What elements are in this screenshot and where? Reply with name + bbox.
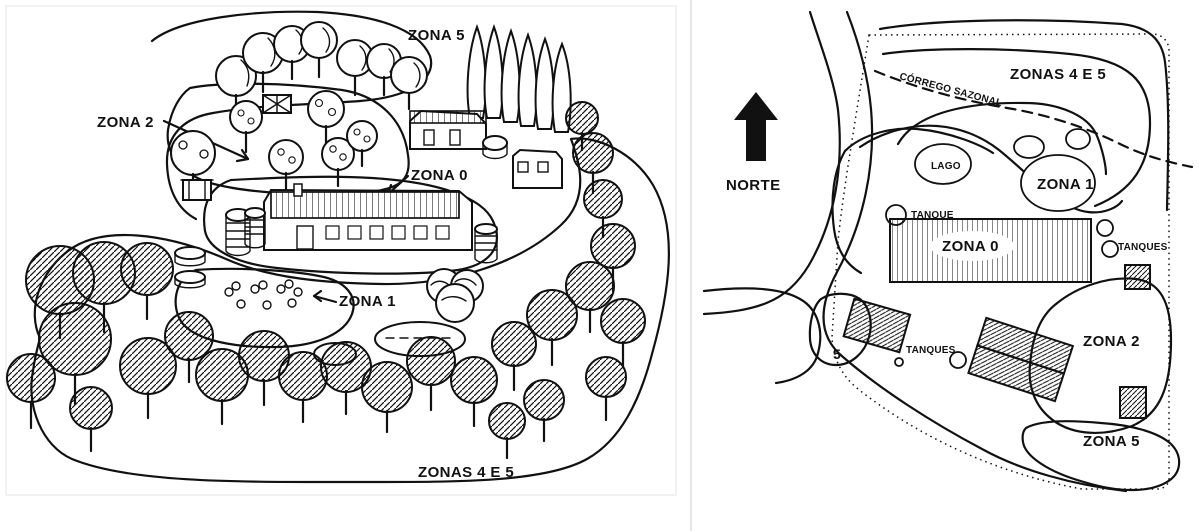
- left-illustration-panel: ZONA 5 ZONA 2 ZONA 0 ZONA 1 ZONAS 4 E 5: [0, 0, 690, 531]
- north-label: NORTE: [726, 177, 781, 194]
- upper-cottage-window-2: [450, 130, 460, 145]
- zonas45-label: ZONAS 4 E 5: [418, 464, 514, 481]
- pond-2: [1066, 129, 1090, 149]
- left-hutch: [183, 180, 211, 200]
- main-window-3: [370, 226, 383, 239]
- tank-bottom-label: TANQUES: [906, 345, 956, 356]
- tank-small-1: [895, 358, 903, 366]
- upper-cottage-window-1: [424, 130, 434, 145]
- right-zona2-label: ZONA 2: [1083, 333, 1140, 350]
- small-zone5-left-label: 5: [833, 346, 841, 362]
- right-zona5-label: ZONA 5: [1083, 433, 1140, 450]
- zonas45-label-group: ZONAS 4 E 5: [418, 464, 514, 481]
- shed-window-1: [518, 162, 528, 172]
- zona1-label: ZONA 1: [339, 293, 396, 310]
- pond-1: [1014, 136, 1044, 158]
- tank-right-1: [1097, 220, 1113, 236]
- chimney: [294, 184, 302, 196]
- zona5-label: ZONA 5: [408, 27, 465, 44]
- tank-right-label: TANQUES: [1118, 242, 1168, 253]
- main-window-4: [392, 226, 405, 239]
- main-window-6: [436, 226, 449, 239]
- upper-tank: [483, 136, 507, 150]
- zona2-label: ZONA 2: [97, 114, 154, 131]
- zona5-label-group: ZONA 5: [408, 27, 465, 44]
- shed-window-2: [538, 162, 548, 172]
- main-window-5: [414, 226, 427, 239]
- small-building-right: [1125, 265, 1150, 289]
- right-zona0-label: ZONA 0: [942, 238, 999, 255]
- upper-cottage-roof: [410, 111, 486, 123]
- zona0-label: ZONA 0: [411, 167, 468, 184]
- right-zona1-label: ZONA 1: [1037, 176, 1094, 193]
- lake-label: LAGO: [931, 161, 961, 172]
- main-window-1: [326, 226, 339, 239]
- left-illustration-svg: ZONA 5 ZONA 2 ZONA 0 ZONA 1 ZONAS 4 E 5: [0, 0, 690, 531]
- main-door: [297, 226, 313, 249]
- tank-right-2: [1102, 241, 1118, 257]
- small-building-lower-right: [1120, 387, 1146, 418]
- main-window-2: [348, 226, 361, 239]
- right-site-plan-svg: NORTE ZONAS 4 E 5 CÓRREGO SAZONAL LAGO Z…: [692, 0, 1202, 531]
- right-zonas45-label: ZONAS 4 E 5: [1010, 66, 1106, 83]
- right-site-plan-panel: NORTE ZONAS 4 E 5 CÓRREGO SAZONAL LAGO Z…: [692, 0, 1202, 531]
